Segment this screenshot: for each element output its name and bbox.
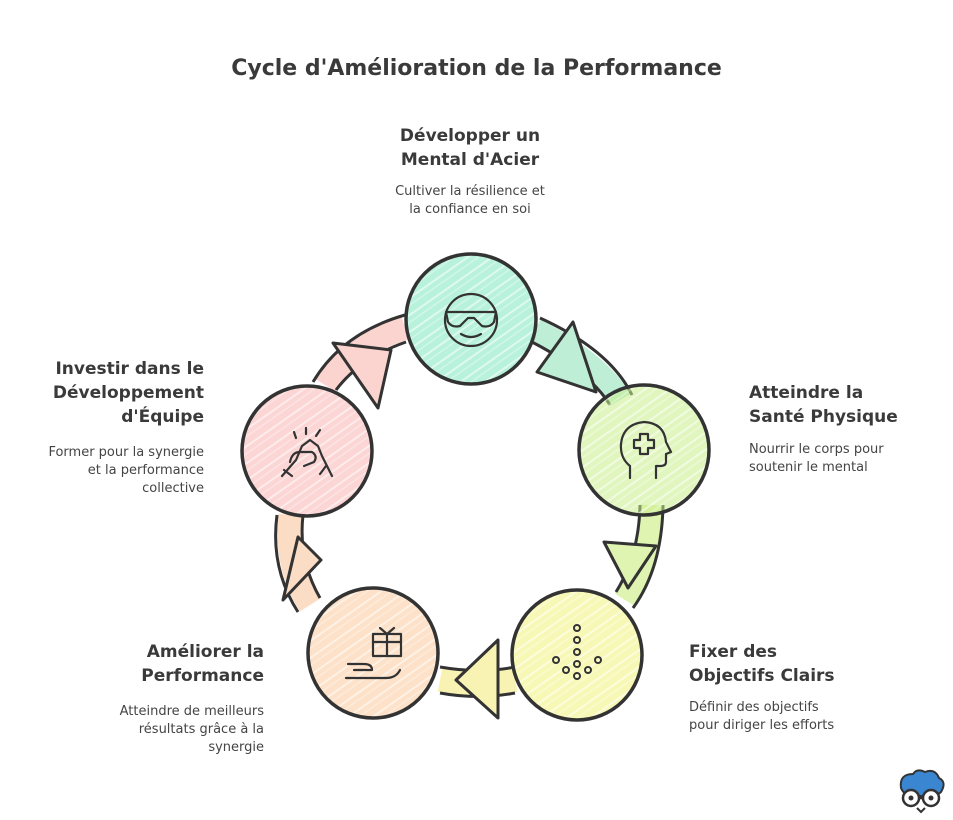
step-4-title: Améliorer la Performance [141, 642, 264, 686]
cycle-arrows [281, 320, 658, 720]
handshake-icon [280, 426, 334, 478]
arrow-4-to-5 [281, 535, 323, 602]
arrow-5-to-1 [331, 341, 393, 410]
arrow-2-to-3 [602, 540, 658, 590]
sunglasses-face-icon [443, 292, 499, 348]
dotted-arrow-down-icon [552, 624, 602, 680]
step-3-title: Fixer des Objectifs Clairs [689, 642, 835, 686]
step-5-description: Former pour la synergie et la performanc… [48, 445, 204, 496]
node-2 [577, 383, 711, 517]
head-health-cross-icon [619, 420, 673, 480]
node-3 [510, 588, 644, 722]
brain-glasses-logo [899, 769, 945, 814]
step-4-description: Atteindre de meilleurs résultats grâce à… [119, 704, 264, 755]
step-1-title: Développer un Mental d'Acier [399, 126, 541, 170]
hand-offering-gift-icon [344, 626, 403, 680]
diagram-title: Cycle d'Amélioration de la Performance [231, 56, 722, 81]
arrow-1-to-2 [535, 320, 598, 394]
node-5 [240, 384, 374, 518]
step-3-description: Définir des objectifs pour diriger les e… [689, 700, 835, 733]
node-4 [306, 586, 440, 720]
step-2-description: Nourrir le corps pour soutenir le mental [749, 442, 884, 475]
step-5-title: Investir dans le Développement d'Équipe [52, 359, 204, 427]
arrow-3-to-4 [454, 638, 500, 720]
step-1-description: Cultiver la résilience et la confiance e… [395, 184, 545, 217]
node-1 [404, 252, 538, 386]
step-2-title: Atteindre la Santé Physique [749, 383, 898, 427]
